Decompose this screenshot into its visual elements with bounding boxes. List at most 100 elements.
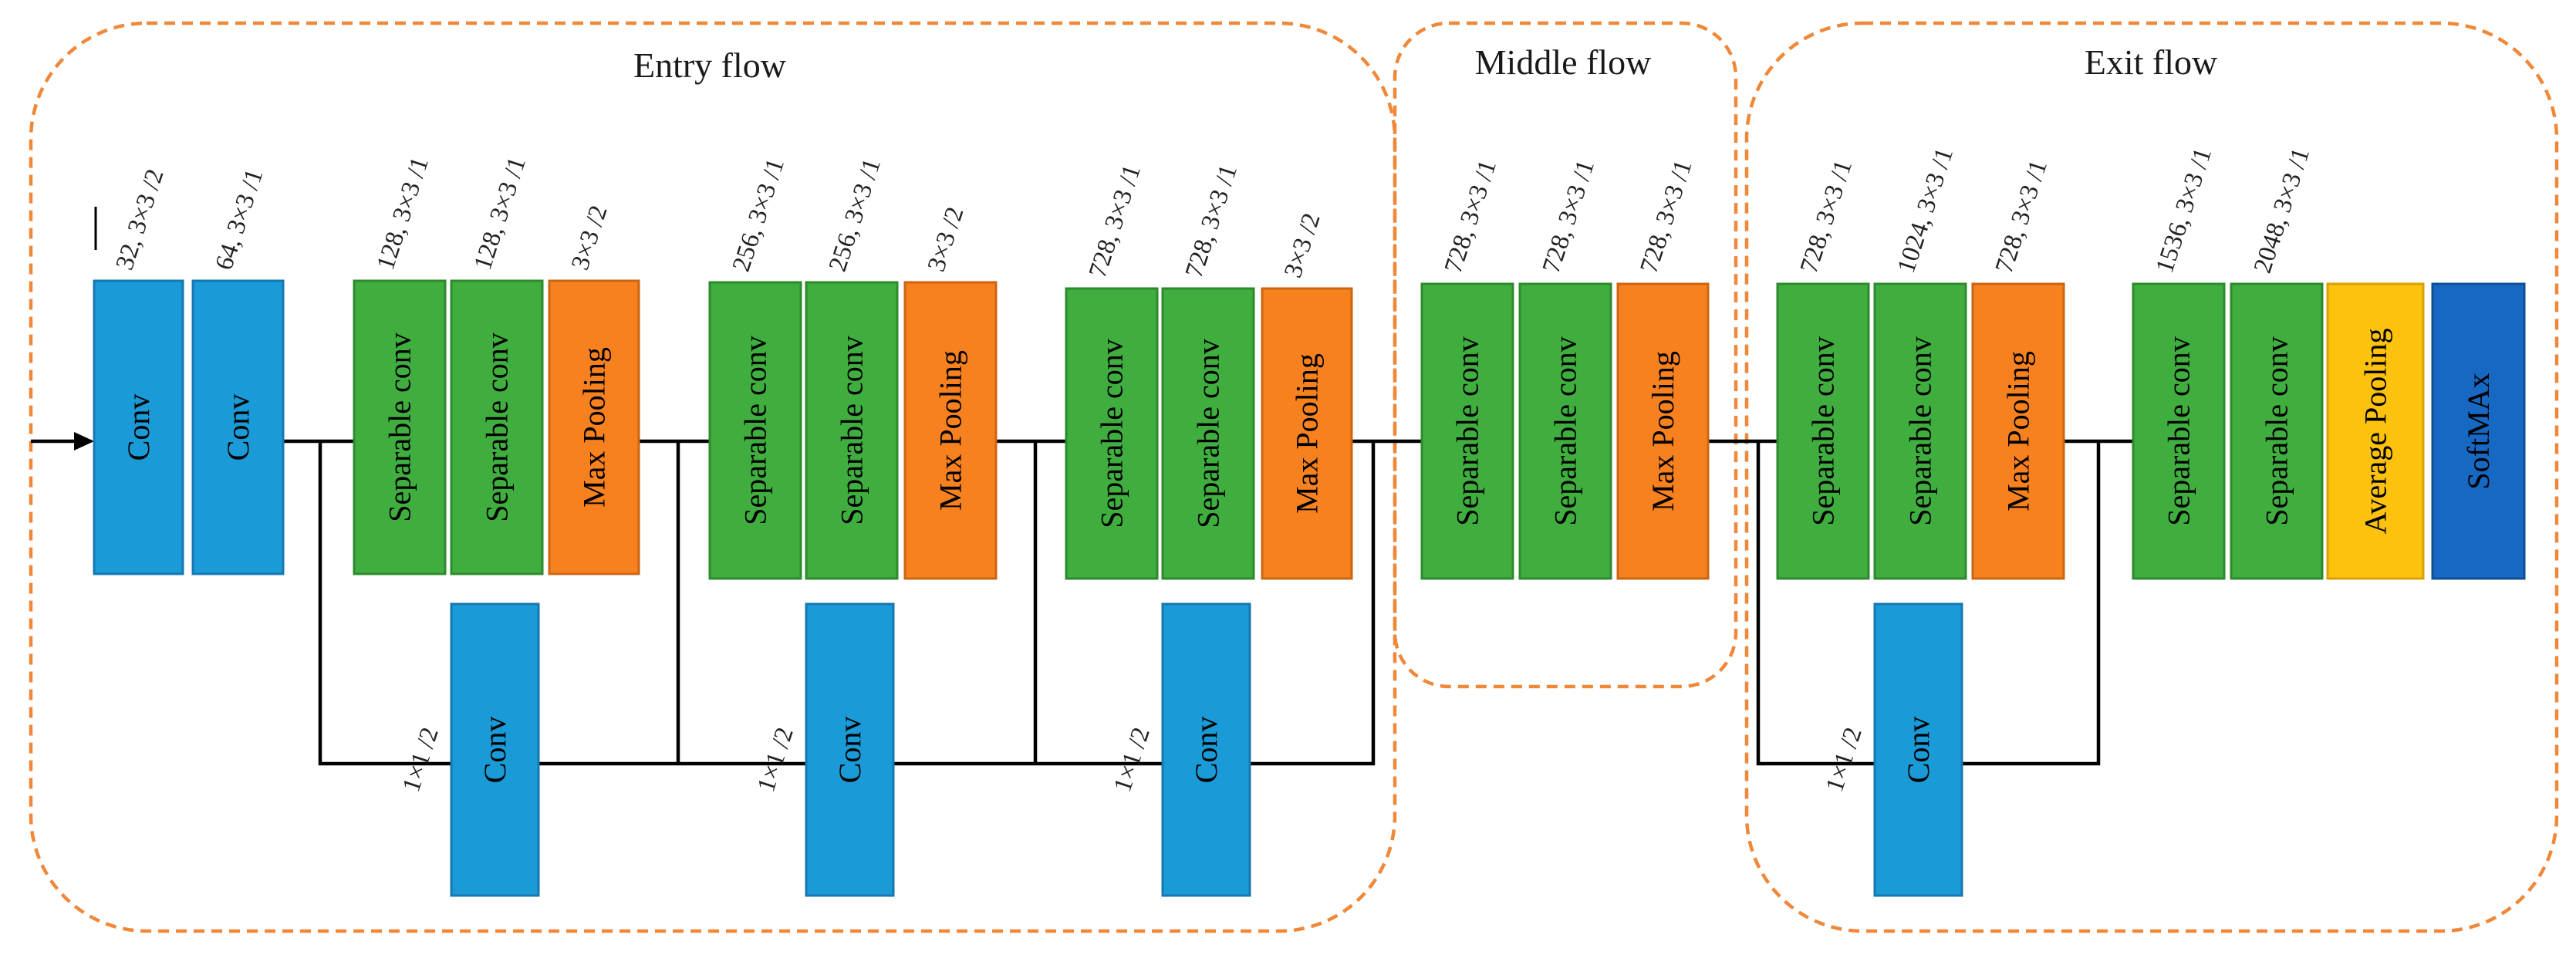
block-e1-sep2: Separable conv 128, 3×3 /1: [450, 154, 544, 575]
block-param-label: 728, 3×3 /1: [1180, 161, 1243, 281]
block-param-label: 32, 3×3 /2: [111, 166, 170, 274]
block-label: Separable conv: [2162, 336, 2196, 525]
block-m-pool: Max Pooling 728, 3×3 /1: [1616, 157, 1710, 580]
block-param-label: 2048, 3×3 /1: [2249, 145, 2315, 277]
block-label: Conv: [121, 394, 156, 461]
block-param-label: 1536, 3×3 /1: [2151, 145, 2217, 277]
separable-block-rect: [708, 281, 802, 580]
separable-block-rect: [1161, 287, 1255, 580]
block-label: Conv: [1901, 717, 1936, 784]
block-label: Conv: [478, 717, 512, 784]
softmax-block-rect: [2431, 282, 2526, 580]
block-e1-skip: Conv 1×1 /2: [397, 602, 540, 897]
block-e1-sep1: Separable conv 128, 3×3 /1: [353, 154, 447, 575]
block-label: Average Pooling: [2358, 329, 2393, 535]
separable-block-rect: [450, 279, 544, 575]
block-x-skip: Conv 1×1 /2: [1821, 602, 1963, 897]
block-param-label: 256, 3×3 /1: [728, 155, 790, 275]
block-e2-sep1: Separable conv 256, 3×3 /1: [708, 155, 802, 580]
block-label: Separable conv: [1095, 339, 1129, 528]
block-x-sep2: Separable conv 1024, 3×3 /1: [1873, 145, 1967, 580]
conv-block-rect: [191, 279, 285, 575]
block-param-label: 1×1 /2: [397, 724, 444, 795]
block-label: Conv: [1189, 717, 1224, 784]
conv-block-rect: [1873, 602, 1963, 897]
block-e3-pool: Max Pooling 3×3 /2: [1261, 210, 1353, 580]
block-label: Conv: [832, 717, 867, 784]
block-param-label: 728, 3×3 /1: [1990, 157, 2053, 276]
block-x-avgpool: Average Pooling: [2326, 282, 2425, 580]
pooling-block-rect: [1261, 287, 1353, 580]
block-conv1: Conv 32, 3×3 /2: [93, 166, 184, 575]
block-x-sep1: Separable conv 728, 3×3 /1: [1776, 157, 1870, 580]
block-param-label: 728, 3×3 /1: [1084, 161, 1146, 281]
exit-flow-title: Exit flow: [2085, 42, 2218, 82]
block-param-label: 1024, 3×3 /1: [1892, 145, 1959, 277]
blocks-layer: Conv 32, 3×3 /2 Conv 64, 3×3 /1 Separable co…: [93, 145, 2526, 897]
block-param-label: 3×3 /2: [1279, 210, 1326, 281]
average-pooling-block-rect: [2326, 282, 2425, 580]
separable-block-rect: [353, 279, 447, 575]
conv-block-rect: [1161, 602, 1251, 897]
entry-flow-outline: [29, 21, 1397, 933]
block-param-label: 728, 3×3 /1: [1795, 157, 1858, 276]
block-e3-sep1: Separable conv 728, 3×3 /1: [1065, 161, 1159, 580]
block-label: Conv: [221, 394, 255, 461]
block-x-sep4: Separable conv 2048, 3×3 /1: [2230, 145, 2324, 580]
block-label: Separable conv: [1903, 336, 1938, 525]
block-label: Separable conv: [835, 336, 869, 525]
block-label: Separable conv: [1450, 336, 1485, 525]
pooling-block-rect: [903, 281, 998, 580]
block-param-label: 728, 3×3 /1: [1538, 157, 1600, 276]
entry-flow-title: Entry flow: [633, 46, 787, 85]
block-label: Separable conv: [1548, 336, 1583, 525]
separable-block-rect: [1420, 282, 1514, 580]
middle-flow-outline: [1393, 21, 1738, 689]
block-param-label: 728, 3×3 /1: [1440, 157, 1502, 276]
block-param-label: 728, 3×3 /1: [1636, 157, 1698, 276]
conv-block-rect: [805, 602, 895, 897]
block-m-sep2: Separable conv 728, 3×3 /1: [1518, 157, 1612, 580]
block-param-label: 128, 3×3 /1: [372, 154, 434, 273]
block-param-label: 1×1 /2: [1821, 724, 1868, 795]
block-x-sep3: Separable conv 1536, 3×3 /1: [2132, 145, 2226, 580]
pooling-block-rect: [548, 279, 640, 575]
block-label: SoftMAx: [2461, 373, 2496, 489]
separable-block-rect: [805, 281, 899, 580]
block-label: Separable conv: [2260, 336, 2294, 525]
block-param-label: 256, 3×3 /1: [824, 155, 886, 275]
block-e2-sep2: Separable conv 256, 3×3 /1: [805, 155, 899, 580]
block-param-label: 128, 3×3 /1: [469, 154, 532, 273]
block-e2-skip: Conv 1×1 /2: [752, 602, 895, 897]
conv-block-rect: [450, 602, 540, 897]
block-param-label: 64, 3×3 /1: [211, 166, 269, 274]
block-label: Max Pooling: [1646, 351, 1680, 511]
separable-block-rect: [1873, 282, 1967, 580]
block-param-label: 3×3 /2: [923, 204, 970, 275]
block-label: Max Pooling: [934, 350, 968, 511]
pooling-block-rect: [1971, 282, 2065, 580]
block-m-sep1: Separable conv 728, 3×3 /1: [1420, 157, 1514, 580]
conv-block-rect: [93, 279, 184, 575]
block-label: Separable conv: [738, 336, 773, 525]
block-param-label: 3×3 /2: [566, 202, 613, 273]
block-label: Max Pooling: [2001, 351, 2036, 511]
skip-connection-wires: [318, 441, 2101, 766]
block-label: Max Pooling: [1290, 353, 1325, 514]
block-label: Separable conv: [383, 332, 417, 521]
middle-flow-title: Middle flow: [1475, 42, 1652, 82]
block-label: Separable conv: [480, 332, 515, 521]
block-conv2: Conv 64, 3×3 /1: [191, 166, 285, 575]
block-param-label: 1×1 /2: [1109, 724, 1156, 795]
input-arrow-icon: [74, 432, 94, 450]
block-param-label: 1×1 /2: [752, 724, 799, 795]
block-e2-pool: Max Pooling 3×3 /2: [903, 204, 998, 580]
separable-block-rect: [2230, 282, 2324, 580]
block-x-softmax: SoftMAx: [2431, 282, 2526, 580]
separable-block-rect: [2132, 282, 2226, 580]
block-label: Separable conv: [1806, 336, 1841, 525]
exit-flow-outline: [1744, 21, 2559, 933]
